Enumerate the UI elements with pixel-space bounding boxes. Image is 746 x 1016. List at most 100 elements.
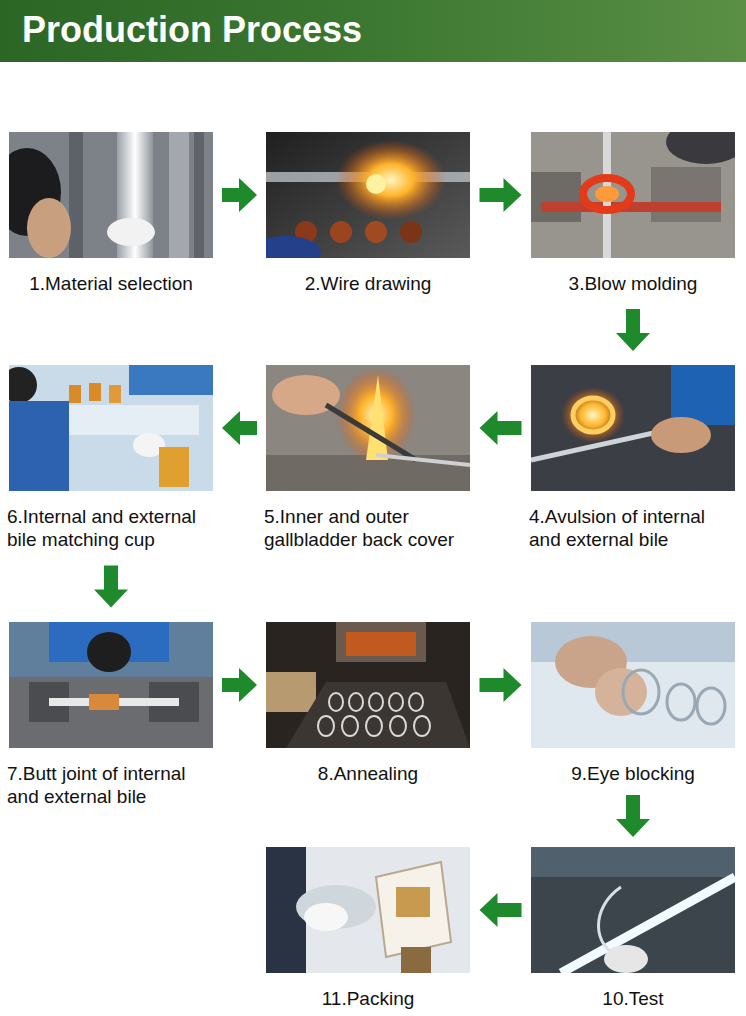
flow-arrow <box>222 411 257 445</box>
photo-test <box>531 847 735 973</box>
photo-shape <box>389 693 403 711</box>
photo-shape <box>595 186 619 202</box>
photo-shape <box>400 221 422 243</box>
step-caption: 4.Avulsion of internal and external bile <box>526 505 740 551</box>
process-step: 3.Blow molding <box>526 132 740 295</box>
photo-shape <box>623 670 725 724</box>
arrow-shape <box>480 893 522 927</box>
photo-shape <box>286 682 470 748</box>
photo-shape <box>159 447 189 487</box>
photo-shape <box>531 847 735 973</box>
process-step: 8.Annealing <box>261 622 475 785</box>
photo-shape <box>369 693 383 711</box>
photo-shape <box>561 877 735 973</box>
photo-shape <box>583 178 631 210</box>
photo-shape <box>604 945 648 973</box>
arrow-shape <box>222 411 257 445</box>
photo-shape <box>376 862 451 957</box>
photo-shape <box>409 693 423 711</box>
process-step: 4.Avulsion of internal and external bile <box>526 365 740 551</box>
step-caption: 2.Wire drawing <box>261 272 475 295</box>
process-step: 7.Butt joint of internal and external bi… <box>4 622 218 808</box>
step-caption: 5.Inner and outer gallbladder back cover <box>261 505 475 551</box>
step-caption: 11.Packing <box>261 987 475 1010</box>
photo-shape <box>595 668 647 716</box>
photo-shape <box>318 716 334 736</box>
photo-shape <box>651 167 721 222</box>
photo-shape <box>573 398 613 432</box>
photo-shape <box>330 221 352 243</box>
process-step: 9.Eye blocking <box>526 622 740 785</box>
step-caption: 3.Blow molding <box>526 272 740 295</box>
arrow-shape <box>616 795 650 837</box>
photo-shape <box>9 622 213 748</box>
photo-shape <box>318 693 430 736</box>
photo-avulsion <box>531 365 735 491</box>
photo-shape <box>336 367 416 463</box>
flow-arrow <box>480 411 522 445</box>
photo-shape <box>671 365 735 425</box>
step-caption: 7.Butt joint of internal and external bi… <box>4 762 218 808</box>
arrow-shape <box>616 309 650 351</box>
step-caption: 6.Internal and external bile matching cu… <box>4 505 218 551</box>
photo-shape <box>69 385 81 403</box>
photo-shape <box>87 632 131 672</box>
photo-shape <box>266 672 316 712</box>
flow-arrow <box>94 566 128 608</box>
photo-shape <box>401 947 431 973</box>
flow-arrow <box>616 795 650 837</box>
photo-shape <box>531 365 735 491</box>
photo-shape <box>396 887 430 917</box>
photo-shape <box>266 365 470 491</box>
step-caption: 1.Material selection <box>4 272 218 295</box>
photo-shape <box>89 694 119 710</box>
process-step: 1.Material selection <box>4 132 218 295</box>
photo-shape <box>69 132 83 258</box>
photo-shape <box>9 401 69 491</box>
photo-shape <box>667 684 695 720</box>
photo-shape <box>414 716 430 736</box>
arrow-shape <box>480 411 522 445</box>
photo-shape <box>336 140 446 220</box>
step-caption: 10.Test <box>526 987 740 1010</box>
flow-arrow <box>222 668 257 702</box>
step-caption: 9.Eye blocking <box>526 762 740 785</box>
photo-shape <box>365 221 387 243</box>
photo-shape <box>89 383 101 401</box>
photo-shape <box>366 174 386 194</box>
photo-shape <box>531 172 581 222</box>
photo-shape <box>9 677 213 748</box>
photo-shape <box>266 622 470 748</box>
arrow-shape <box>222 668 257 702</box>
process-step: 6.Internal and external bile matching cu… <box>4 365 218 551</box>
process-step: 11.Packing <box>261 847 475 1010</box>
photo-shape <box>304 903 348 931</box>
photo-shape <box>326 405 416 460</box>
photo-back-cover <box>266 365 470 491</box>
flow-arrow <box>480 178 522 212</box>
photo-shape <box>666 120 746 164</box>
photo-shape <box>376 455 470 465</box>
photo-shape <box>531 622 735 748</box>
flow-arrow <box>616 309 650 351</box>
flow-arrow <box>480 668 522 702</box>
photo-shape <box>194 132 204 258</box>
photo-shape <box>531 847 735 877</box>
photo-shape <box>346 632 416 656</box>
photo-shape <box>9 365 213 491</box>
photo-shape <box>266 847 470 973</box>
photo-wire-drawing <box>251 132 470 268</box>
title-bar: Production Process <box>0 0 746 62</box>
flow-arrow <box>480 893 522 927</box>
photo-shape <box>169 132 189 258</box>
photo-shape <box>366 375 388 460</box>
photo-shape <box>651 417 711 453</box>
arrow-shape <box>480 668 522 702</box>
photo-shape <box>623 670 659 714</box>
photo-shape <box>251 236 321 268</box>
photo-material <box>0 132 213 258</box>
photo-butt-joint <box>9 622 213 748</box>
process-step: 5.Inner and outer gallbladder back cover <box>261 365 475 551</box>
photo-shape <box>349 693 363 711</box>
